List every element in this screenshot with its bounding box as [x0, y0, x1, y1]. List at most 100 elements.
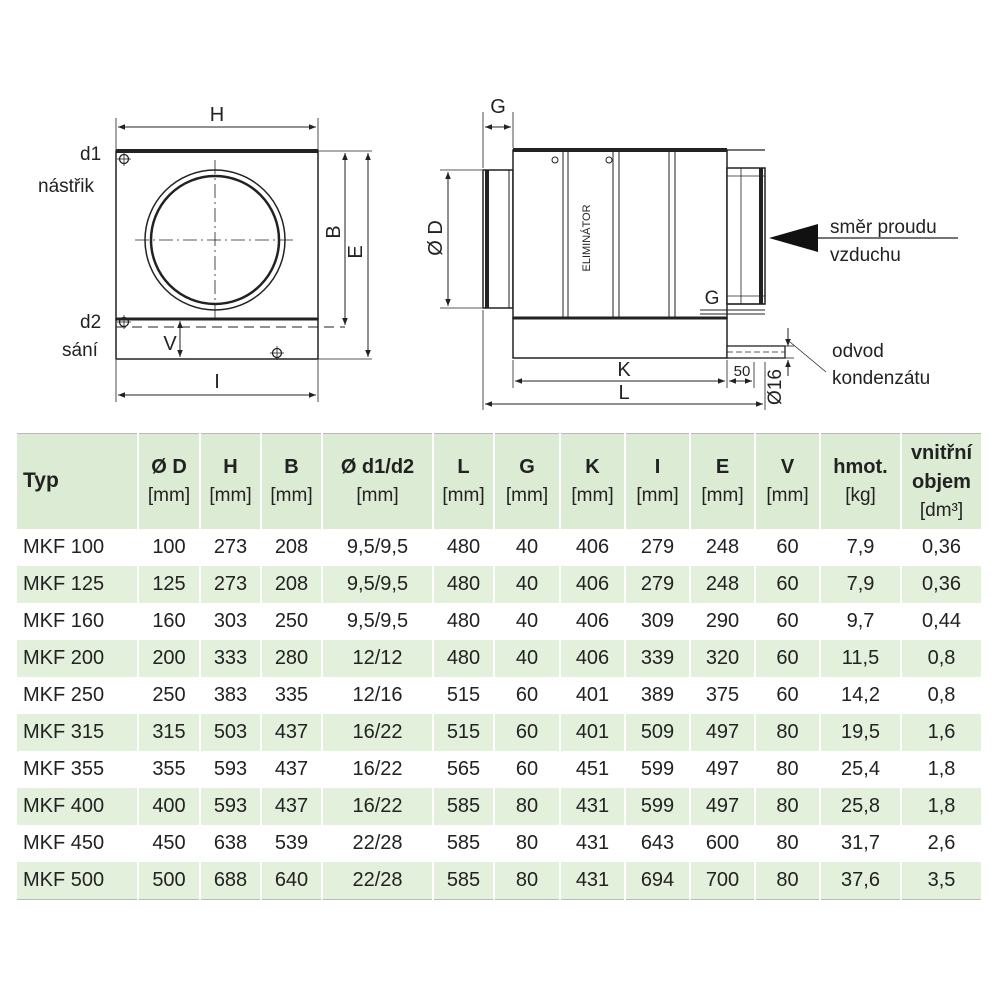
table-cell: 60 — [776, 536, 799, 558]
table-cell: 16/22 — [352, 758, 403, 780]
side-dim-d16-label: Ø16 — [765, 369, 786, 405]
table-cell: 688 — [201, 862, 260, 900]
front-dim-h-label: H — [210, 104, 224, 126]
table-cell: 643 — [640, 832, 675, 854]
table-cell: 515 — [446, 684, 481, 706]
table-cell: 539 — [274, 832, 309, 854]
type-cell: MKF 315 — [17, 714, 137, 751]
table-cell: 80 — [756, 862, 819, 900]
table-cell: 80 — [756, 788, 819, 825]
table-cell: 503 — [201, 714, 260, 751]
table-cell: 80 — [515, 832, 539, 854]
table-cell: 2,6 — [927, 832, 956, 854]
type-cell: MKF 400 — [17, 788, 137, 825]
table-cell: 700 — [691, 862, 754, 900]
table-cell: 585 — [446, 832, 481, 854]
table-cell: 339 — [626, 640, 689, 677]
table-cell: 401 — [575, 684, 610, 706]
column-header-unit: [mm] — [356, 485, 399, 507]
front-dim-v-label: V — [163, 333, 177, 355]
d1-label: d1 — [80, 144, 101, 165]
table-cell: 400 — [139, 788, 199, 825]
d1-port-icon — [117, 152, 131, 166]
side-dim-g-inner-label: G — [705, 288, 720, 309]
table-cell: 694 — [626, 862, 689, 900]
table-cell: 100 — [152, 536, 186, 558]
table-cell: 515 — [434, 714, 493, 751]
table-cell: 60 — [515, 684, 539, 706]
column-header: G[mm] — [495, 433, 559, 529]
table-cell: 290 — [705, 610, 740, 632]
column-header-title: K — [585, 456, 600, 479]
drain-label-line1: odvod — [832, 341, 884, 362]
table-cell: 208 — [262, 566, 321, 603]
table-cell: 7,9 — [821, 566, 900, 603]
table-cell: 1,6 — [902, 714, 981, 751]
table-cell: 599 — [626, 788, 689, 825]
table-cell: 9,5/9,5 — [346, 536, 409, 558]
table-cell: 40 — [515, 536, 539, 558]
table-cell: 279 — [640, 536, 675, 558]
column-header-title: hmot. — [833, 456, 888, 479]
column-header-unit: [mm] — [270, 485, 313, 507]
column-header: B[mm] — [262, 433, 321, 529]
table-cell: 500 — [139, 862, 199, 900]
table-cell: 12/16 — [352, 684, 403, 706]
d1-description: nástřik — [38, 176, 94, 197]
table-cell: 60 — [756, 640, 819, 677]
type-cell: MKF 125 — [17, 566, 137, 603]
column-header: hmot.[kg] — [821, 433, 900, 529]
side-dim-k-label: K — [617, 359, 631, 381]
table-cell: 279 — [626, 566, 689, 603]
table-cell: 480 — [434, 566, 493, 603]
table-cell: 60 — [495, 714, 559, 751]
table-cell: 280 — [262, 640, 321, 677]
table-cell: 7,9 — [846, 536, 875, 558]
table-cell: 406 — [561, 640, 624, 677]
table-cell: 80 — [776, 832, 799, 854]
table-cell: 437 — [262, 714, 321, 751]
table-cell: 451 — [575, 758, 610, 780]
table-cell: 273 — [213, 536, 248, 558]
type-cell: MKF 355 — [23, 758, 105, 780]
column-header-title: E — [715, 456, 730, 479]
column-header-unit: [mm] — [505, 485, 549, 507]
table-cell: 22/28 — [323, 862, 432, 900]
table-cell: 509 — [626, 714, 689, 751]
table-cell: 401 — [561, 714, 624, 751]
table-cell: 585 — [434, 788, 493, 825]
table-cell: 40 — [495, 640, 559, 677]
type-cell: MKF 160 — [23, 610, 105, 632]
side-dim-l-label: L — [618, 382, 629, 404]
airflow-label-line2: vzduchu — [830, 245, 901, 266]
d2-description: sání — [62, 340, 99, 361]
table-cell: 125 — [139, 566, 199, 603]
outlet-collar — [726, 167, 766, 305]
table-cell: 406 — [561, 566, 624, 603]
table-cell: 333 — [201, 640, 260, 677]
table-cell: 431 — [561, 862, 624, 900]
table-cell: 355 — [152, 758, 186, 780]
column-header-unit: [mm] — [147, 485, 191, 507]
table-cell: 25,8 — [821, 788, 900, 825]
column-header-title: vnitřní objem — [910, 441, 973, 493]
table-cell: 208 — [274, 536, 309, 558]
side-view — [440, 112, 794, 410]
table-cell: 480 — [446, 610, 481, 632]
table-cell: 22/28 — [352, 832, 403, 854]
table-cell: 16/22 — [323, 788, 432, 825]
table-cell: 25,4 — [841, 758, 880, 780]
table-cell: 593 — [201, 788, 260, 825]
table-cell: 40 — [495, 566, 559, 603]
table-cell: 0,8 — [927, 684, 956, 706]
side-dim-50-label: 50 — [734, 363, 751, 380]
table-cell: 250 — [274, 610, 309, 632]
